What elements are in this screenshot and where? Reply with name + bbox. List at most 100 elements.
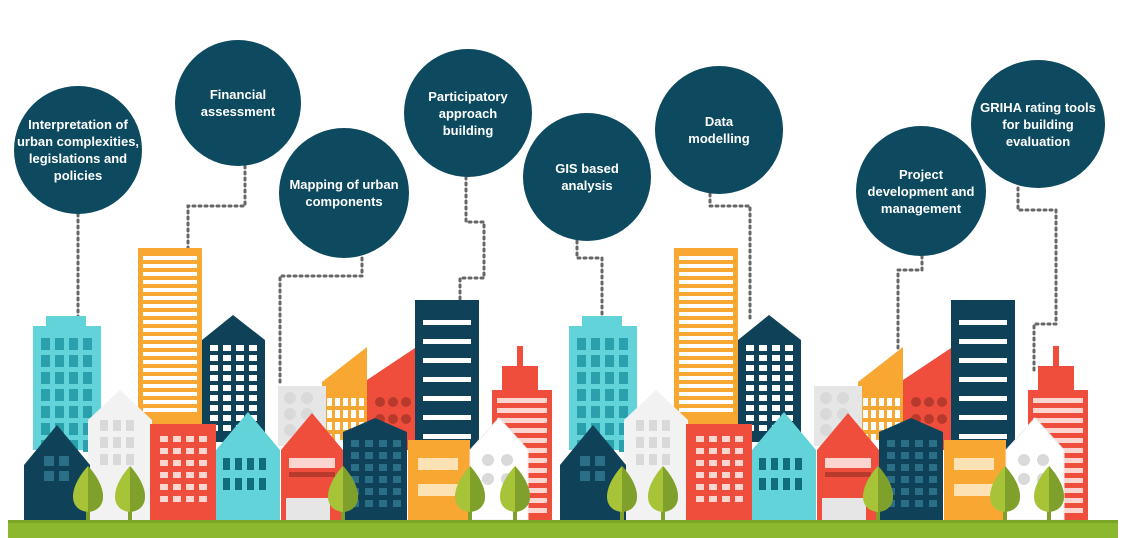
window [223,365,231,371]
window [83,440,92,452]
tower-stripe [679,408,733,412]
window [709,448,717,454]
tower-stripe [679,352,733,356]
tree-shade [1005,466,1020,512]
window [785,375,793,381]
window [160,484,168,490]
tower-stripe [679,320,733,324]
window [83,423,92,435]
window [41,372,50,384]
tower-stripe [497,418,547,423]
tower-stripe [1033,398,1083,403]
window [365,440,373,447]
window [649,437,657,448]
tower-stripe [143,288,197,292]
window [83,372,92,384]
office-stripe [959,434,1007,439]
connector-line [575,239,604,318]
window [249,345,257,351]
arched-window [771,458,778,470]
tower-stripe [1033,408,1083,413]
window [55,372,64,384]
tower-stripe [143,328,197,332]
tree-shade [663,466,678,512]
connector-line [458,175,486,304]
city-buildings [24,248,1088,521]
window [759,395,767,401]
window [351,464,359,471]
window [735,436,743,442]
window [351,452,359,459]
window [69,355,78,367]
window [393,452,401,459]
round-window [1037,454,1049,466]
window [186,436,194,442]
window [735,472,743,478]
window [59,471,69,481]
arched-window [223,458,230,470]
window [605,389,614,401]
window [887,410,892,418]
window [772,415,780,421]
window [619,440,628,452]
window [619,372,628,384]
bubble-interpretation: Interpretation of urban complexities, le… [14,86,142,214]
bubble-griha: GRIHA rating tools for building evaluati… [971,60,1105,188]
round-window [924,414,934,424]
window [772,365,780,371]
tower-stripe [679,256,733,260]
window [901,500,909,507]
office-stripe [959,358,1007,363]
window [359,398,364,406]
tower-stripe [143,400,197,404]
tower-stripe [143,256,197,260]
bubble-mapping-label: Mapping of urban components [289,177,399,209]
window [759,425,767,431]
window [186,472,194,478]
window [605,406,614,418]
window [577,355,586,367]
window [887,440,895,447]
window [895,398,900,406]
window [619,389,628,401]
window [236,365,244,371]
window [335,410,340,418]
window [327,422,332,430]
window [44,456,54,466]
round-window [482,454,494,466]
window [759,355,767,361]
window [746,415,754,421]
window [236,375,244,381]
window [929,440,937,447]
window [55,406,64,418]
tower-stripe [143,312,197,316]
window [577,372,586,384]
tree-shade [470,466,485,512]
tower-stripe [1033,438,1083,443]
round-window [482,473,494,485]
tower-stripe [143,344,197,348]
window [199,436,207,442]
arched-window [235,458,242,470]
window [210,385,218,391]
tree-shade [130,466,145,512]
window [210,415,218,421]
window [236,395,244,401]
window [173,472,181,478]
tower-stripe [679,288,733,292]
window [186,460,194,466]
window [759,345,767,351]
tree-shade [1049,466,1064,512]
window [210,355,218,361]
house-band [289,458,335,468]
window [605,355,614,367]
tower-stripe [497,428,547,433]
window [915,488,923,495]
arched-window [259,478,266,490]
window [365,476,373,483]
window [722,460,730,466]
window [915,452,923,459]
window [41,338,50,350]
bubble-participatory: Participatory approach building [404,49,532,177]
